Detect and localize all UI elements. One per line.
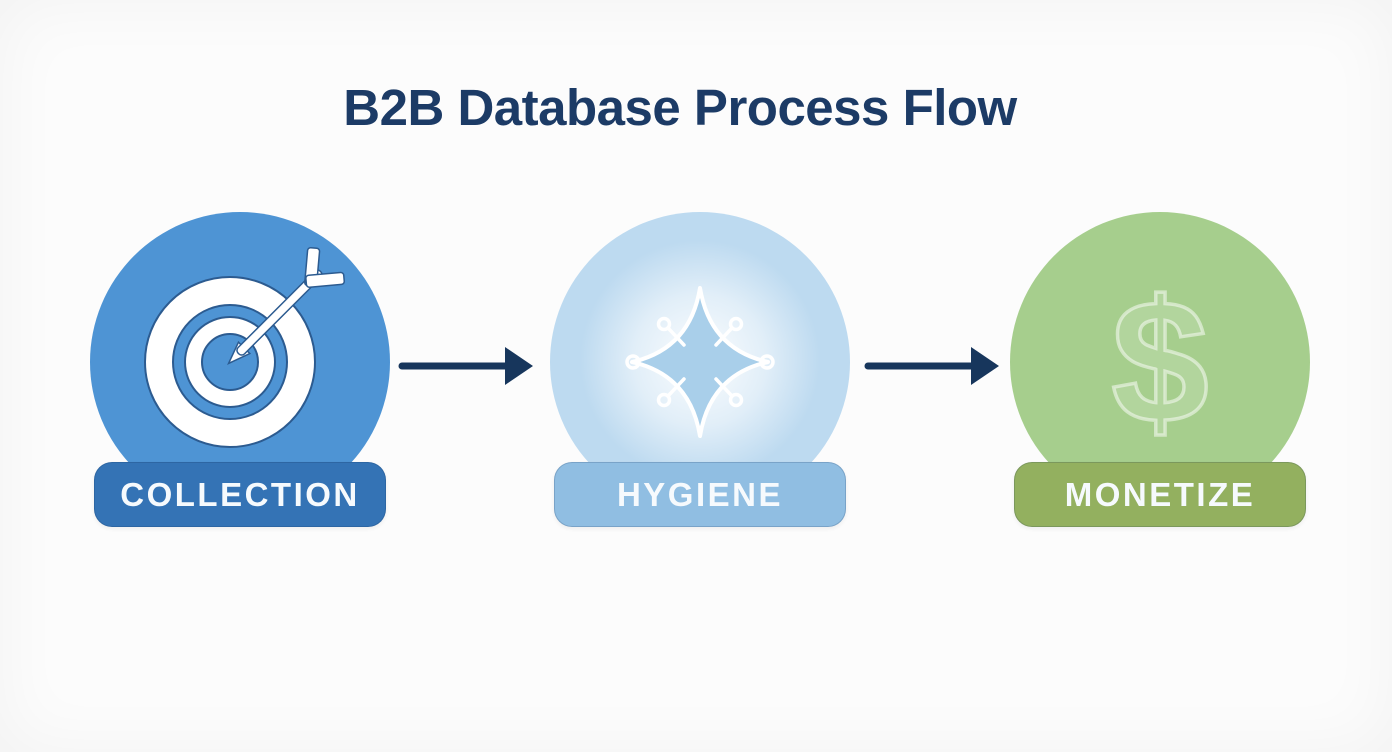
node-hygiene: HYGIENE bbox=[550, 212, 850, 528]
hygiene-label: HYGIENE bbox=[554, 462, 846, 527]
node-collection: COLLECTION bbox=[90, 212, 390, 528]
dollar-sign-icon: $ bbox=[1110, 263, 1211, 462]
collection-label: COLLECTION bbox=[94, 462, 386, 527]
node-monetize: $ MONETIZE bbox=[1010, 212, 1310, 528]
sparkle-icon bbox=[580, 240, 820, 480]
monetize-label: MONETIZE bbox=[1014, 462, 1306, 527]
dollar-glyph: $ bbox=[1111, 265, 1208, 460]
diagram-title: B2B Database Process Flow bbox=[343, 79, 1017, 136]
flow-arrow-icon bbox=[398, 347, 533, 385]
target-arrow-icon bbox=[144, 246, 346, 448]
flow-arrow-icon bbox=[864, 347, 999, 385]
